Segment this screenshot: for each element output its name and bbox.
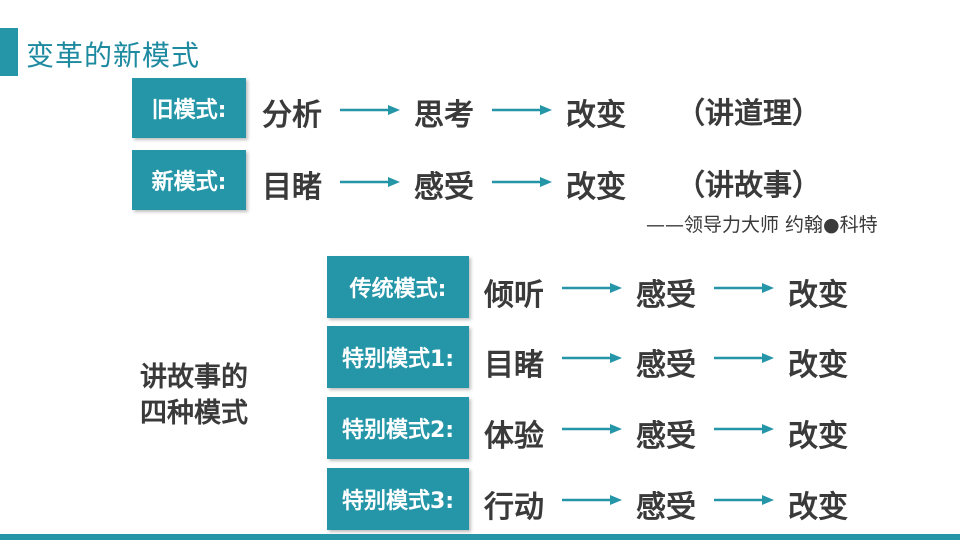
model-special-3-step-3: 改变 xyxy=(788,490,848,525)
model-label-special-1: 特别模式1: xyxy=(341,347,455,372)
model-traditional-step-1: 倾听 xyxy=(484,278,544,313)
arrow-right-icon xyxy=(340,104,400,116)
new-model-label-box: 新模式: xyxy=(132,150,246,210)
bottom-accent-bar xyxy=(0,534,960,540)
new-step-1: 目睹 xyxy=(262,170,322,205)
new-step-3: 改变 xyxy=(566,170,626,205)
model-special-1-step-3: 改变 xyxy=(788,348,848,383)
model-special-2-step-2: 感受 xyxy=(636,419,696,454)
model-label-special-2: 特别模式2: xyxy=(341,418,455,443)
arrow-right-icon xyxy=(562,352,622,364)
model-label-traditional: 传统模式: xyxy=(349,277,447,302)
old-model-label-box: 旧模式: xyxy=(132,78,246,138)
arrow-right-icon xyxy=(714,423,774,435)
old-model-note: （讲道理） xyxy=(676,96,822,130)
four-models-side-label: 讲故事的 四种模式 xyxy=(140,360,248,432)
arrow-right-icon xyxy=(714,352,774,364)
old-step-1: 分析 xyxy=(262,98,322,133)
arrow-right-icon xyxy=(714,494,774,506)
new-model-note: （讲故事） xyxy=(676,168,822,202)
model-special-2-step-3: 改变 xyxy=(788,419,848,454)
new-step-2: 感受 xyxy=(414,170,474,205)
model-label-box-special-2: 特别模式2: xyxy=(327,397,469,459)
new-model-label: 新模式: xyxy=(151,170,227,195)
model-label-box-special-1: 特别模式1: xyxy=(327,326,469,388)
page-title: 变革的新模式 xyxy=(26,39,201,72)
arrow-right-icon xyxy=(562,494,622,506)
model-special-3-step-1: 行动 xyxy=(484,490,544,525)
old-step-2: 思考 xyxy=(414,98,474,133)
arrow-right-icon xyxy=(492,176,552,188)
side-label-line-2: 四种模式 xyxy=(140,398,248,429)
model-special-1-step-2: 感受 xyxy=(636,348,696,383)
arrow-right-icon xyxy=(562,282,622,294)
model-label-box-special-3: 特别模式3: xyxy=(327,468,469,530)
side-label-line-1: 讲故事的 xyxy=(140,362,248,393)
model-special-3-step-2: 感受 xyxy=(636,490,696,525)
model-special-2-step-1: 体验 xyxy=(484,419,544,454)
arrow-right-icon xyxy=(562,423,622,435)
arrow-right-icon xyxy=(340,176,400,188)
arrow-right-icon xyxy=(492,104,552,116)
model-label-special-3: 特别模式3: xyxy=(341,489,455,514)
model-special-1-step-1: 目睹 xyxy=(484,348,544,383)
attribution-quote: ——领导力大师 约翰●科特 xyxy=(646,214,878,236)
title-accent-bar xyxy=(0,28,18,76)
old-step-3: 改变 xyxy=(566,98,626,133)
old-model-label: 旧模式: xyxy=(151,98,227,123)
model-label-box-traditional: 传统模式: xyxy=(327,256,469,318)
arrow-right-icon xyxy=(714,282,774,294)
model-traditional-step-2: 感受 xyxy=(636,278,696,313)
model-traditional-step-3: 改变 xyxy=(788,278,848,313)
